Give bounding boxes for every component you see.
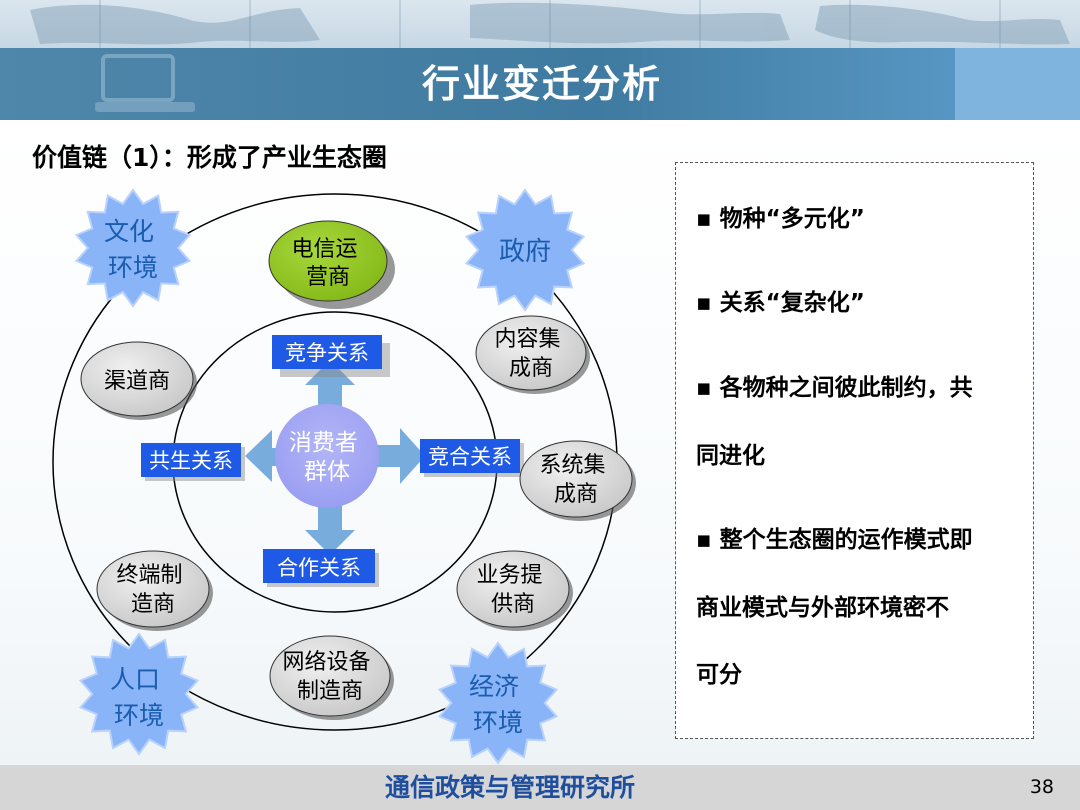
- env-culture: 文化 环境: [74, 188, 192, 308]
- arrow-down: [305, 500, 355, 555]
- svg-text:文化 环境: 文化 环境: [104, 217, 162, 282]
- svg-text:网络设备 制造商: 网络设备 制造商: [282, 650, 377, 704]
- relation-coopetition-label: 竞合关系: [428, 445, 512, 469]
- relation-symbiosis-label: 共生关系: [149, 449, 233, 473]
- player-network-equipment: 网络设备 制造商: [269, 635, 394, 720]
- bullet-complexity: ▪ 关系“复杂化”: [696, 290, 865, 316]
- terminal-maker-line2: 造商: [131, 592, 175, 617]
- svg-text:终端制 造商: 终端制 造商: [116, 563, 189, 617]
- system-integrator-line2: 成商: [554, 482, 598, 507]
- relation-cooperation: 合作关系: [263, 549, 379, 587]
- svg-text:经济 环境: 经济 环境: [469, 672, 527, 737]
- svg-text:系统集 成商: 系统集 成商: [539, 453, 612, 507]
- world-map-background: [30, 0, 1070, 48]
- section-subtitle: 价值链（1）：形成了产业生态圈: [32, 143, 387, 172]
- arrow-right: [365, 428, 425, 484]
- arrow-left: [245, 430, 290, 482]
- env-culture-line2: 环境: [108, 253, 158, 282]
- player-channel: 渠道商: [80, 341, 197, 420]
- player-carrier: 电信运 营商: [268, 220, 395, 309]
- system-integrator-line1: 系统集: [539, 453, 605, 478]
- key-points-panel: ▪ 物种“多元化” ▪ 关系“复杂化” ▪ 各物种之间彼此制约，共 同进化 ▪ …: [675, 162, 1034, 739]
- channel-label: 渠道商: [104, 369, 170, 394]
- bullet-diversity: ▪ 物种“多元化”: [696, 206, 865, 232]
- svg-text:业务提 供商: 业务提 供商: [476, 563, 549, 617]
- computer-icon: [95, 54, 195, 112]
- arrow-up: [305, 360, 355, 430]
- relation-symbiosis: 共生关系: [141, 443, 245, 481]
- network-equipment-line1: 网络设备: [282, 650, 370, 675]
- svg-text:人口 环境: 人口 环境: [110, 665, 168, 730]
- service-provider-line1: 业务提: [476, 563, 542, 588]
- title-bar: 行业变迁分析: [0, 48, 1080, 120]
- carrier-line2: 营商: [306, 265, 350, 290]
- relation-cooperation-label: 合作关系: [277, 556, 361, 580]
- player-terminal-maker: 终端制 造商: [96, 550, 213, 631]
- page-title: 行业变迁分析: [421, 62, 662, 106]
- bullet-coevolution: ▪ 各物种之间彼此制约，共: [696, 375, 973, 401]
- center-line1: 消费者: [289, 430, 358, 456]
- bullet-complexity-text: 关系“复杂化”: [719, 290, 865, 316]
- env-population-line2: 环境: [114, 701, 164, 730]
- center-line2: 群体: [304, 459, 350, 485]
- footer-organization: 通信政策与管理研究所: [384, 773, 635, 802]
- relation-competition: 竞争关系: [272, 335, 390, 377]
- env-economy-line2: 环境: [473, 708, 523, 737]
- terminal-maker-line1: 终端制: [116, 563, 182, 588]
- bullet-business-model: ▪ 整个生态圈的运作模式即: [696, 527, 973, 553]
- page-number: 38: [1029, 776, 1054, 798]
- env-government: 政府: [464, 188, 586, 312]
- footer: 通信政策与管理研究所 38: [0, 765, 1080, 810]
- player-content-integrator: 内容集 成商: [475, 315, 590, 394]
- bullet-coevolution-cont: 同进化: [696, 443, 765, 469]
- content-integrator-line1: 内容集: [494, 327, 560, 352]
- env-culture-line1: 文化: [104, 217, 154, 246]
- bullet-business-model-cont2: 可分: [696, 662, 742, 688]
- svg-text:内容集 成商: 内容集 成商: [494, 327, 567, 381]
- header-banner: 行业变迁分析: [0, 0, 1080, 120]
- center-consumer: [275, 404, 379, 508]
- network-equipment-line2: 制造商: [297, 679, 363, 704]
- bullet-diversity-text: 物种“多元化”: [719, 206, 865, 232]
- bullet-business-model-cont: 商业模式与外部环境密不: [696, 595, 949, 621]
- carrier-line1: 电信运: [291, 237, 357, 262]
- env-population-line1: 人口: [110, 665, 160, 694]
- bullet-coevolution-text: 各物种之间彼此制约，共: [719, 375, 973, 401]
- player-service-provider: 业务提 供商: [456, 550, 573, 631]
- svg-text:消费者 群体: 消费者 群体: [289, 430, 365, 485]
- bullet-business-model-text: 整个生态圈的运作模式即: [719, 527, 973, 553]
- relation-competition-label: 竞争关系: [285, 341, 369, 365]
- service-provider-line2: 供商: [491, 592, 535, 617]
- env-economy-line1: 经济: [469, 672, 519, 701]
- svg-text:电信运 营商: 电信运 营商: [291, 237, 364, 290]
- player-system-integrator: 系统集 成商: [519, 440, 636, 521]
- ecosystem-diagram: 消费者 群体 竞争关系 竞合关系 合作关系 共生关系 电信运 营商 内容集: [52, 188, 636, 765]
- env-government-label: 政府: [499, 237, 551, 267]
- content-integrator-line2: 成商: [509, 356, 553, 381]
- title-accent: [955, 48, 1080, 120]
- env-population: 人口 环境: [78, 632, 200, 756]
- env-economy: 经济 环境: [437, 641, 559, 765]
- relation-coopetition: 竞合关系: [420, 439, 524, 477]
